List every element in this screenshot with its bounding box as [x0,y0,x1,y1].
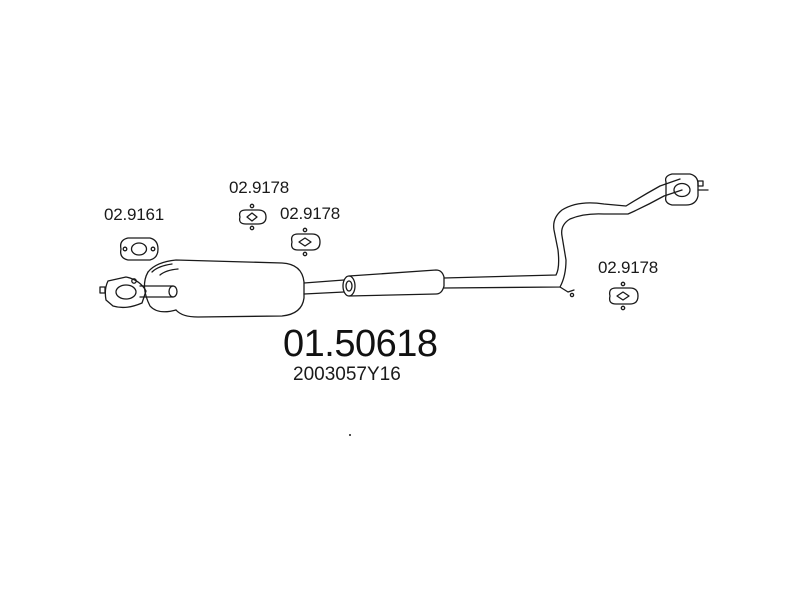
oe-number: 2003057Y16 [293,364,401,385]
hanger-right-icon [608,281,639,311]
mid-pipe [303,279,345,295]
tail-pipe [443,178,683,298]
stray-dot [349,434,351,436]
inlet-pipe [139,285,178,298]
hanger-top-icon [238,203,267,231]
resonator [342,269,445,297]
part-number: 01.50618 [283,323,438,365]
callout-hanger-top: 02.9178 [229,178,290,197]
flange-gasket-icon [120,237,159,261]
callout-hanger-right: 02.9178 [598,258,659,277]
hanger-middle-icon [290,227,321,257]
callout-flange-gasket: 02.9161 [104,205,165,224]
rear-flange [664,173,709,206]
silencer-box [143,259,305,318]
front-flange [99,276,147,309]
callout-hanger-middle: 02.9178 [280,204,341,223]
